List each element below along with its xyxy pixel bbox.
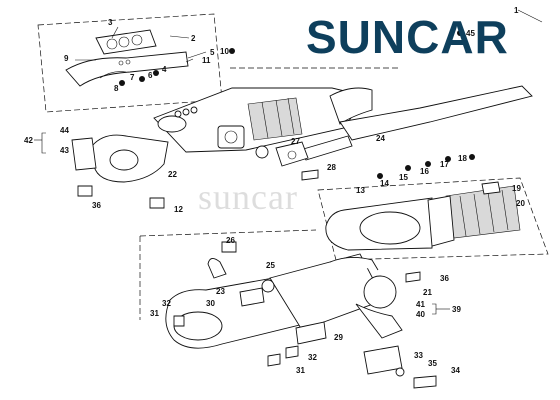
callout-6: 6 — [148, 71, 153, 80]
callout-30: 30 — [206, 299, 215, 308]
kit-bullets — [119, 30, 475, 179]
callout-36: 36 — [92, 201, 101, 210]
callout-9: 9 — [64, 54, 69, 63]
callout-10: 10 — [220, 47, 229, 56]
callout-19: 19 — [512, 184, 521, 193]
callout-27: 27 — [291, 137, 300, 146]
callout-2: 2 — [191, 34, 196, 43]
callout-11: 11 — [202, 56, 211, 65]
callout-17: 17 — [440, 160, 449, 169]
callout-43: 43 — [60, 146, 69, 155]
callout-4: 4 — [162, 65, 167, 74]
callout-8: 8 — [114, 84, 119, 93]
bracket-lines — [34, 9, 543, 315]
callout-35: 35 — [428, 359, 437, 368]
callout-23: 23 — [216, 287, 225, 296]
callout-22: 22 — [168, 170, 177, 179]
callout-24: 24 — [376, 134, 385, 143]
callout-33: 33 — [414, 351, 423, 360]
callout-29: 29 — [334, 333, 343, 342]
cylinder-housing-assembly — [139, 229, 437, 389]
callout-42: 42 — [24, 136, 33, 145]
callout-32-lower: 32 — [308, 353, 317, 362]
callout-25: 25 — [266, 261, 275, 270]
logo-letter-c: C — [406, 11, 441, 63]
callout-31-lower: 31 — [296, 366, 305, 375]
callout-21: 21 — [423, 288, 432, 297]
callout-15: 15 — [399, 173, 408, 182]
callout-labels: 1 45 3 9 2 5 10 11 7 6 4 8 42 44 43 22 3… — [24, 6, 525, 375]
callout-40: 40 — [416, 310, 425, 319]
inset-frame-seal-kit — [37, 13, 223, 113]
callout-3: 3 — [108, 18, 113, 27]
callout-41: 41 — [416, 300, 425, 309]
logo-text-ar: AR — [440, 11, 509, 63]
callout-18: 18 — [458, 154, 467, 163]
callout-34: 34 — [451, 366, 460, 375]
callout-13: 13 — [356, 186, 365, 195]
watermark-text: suncar — [198, 177, 298, 217]
callout-7: 7 — [130, 73, 135, 82]
callout-39: 39 — [452, 305, 461, 314]
callout-28: 28 — [327, 163, 336, 172]
inset-frame-cylinder-section — [317, 177, 549, 261]
logo-text-su: SUN — [306, 11, 407, 63]
callout-1: 1 — [514, 6, 519, 15]
callout-14: 14 — [380, 179, 389, 188]
cylinder-rod-assembly — [71, 67, 533, 209]
callout-12: 12 — [174, 205, 183, 214]
callout-16: 16 — [420, 167, 429, 176]
callout-36-lower: 36 — [440, 274, 449, 283]
callout-44: 44 — [60, 126, 69, 135]
callout-45: 45 — [466, 29, 475, 38]
callout-20: 20 — [516, 199, 525, 208]
callout-32-upper: 32 — [162, 299, 171, 308]
callout-31-upper: 31 — [150, 309, 159, 318]
callout-26: 26 — [226, 236, 235, 245]
callout-5: 5 — [210, 48, 215, 57]
